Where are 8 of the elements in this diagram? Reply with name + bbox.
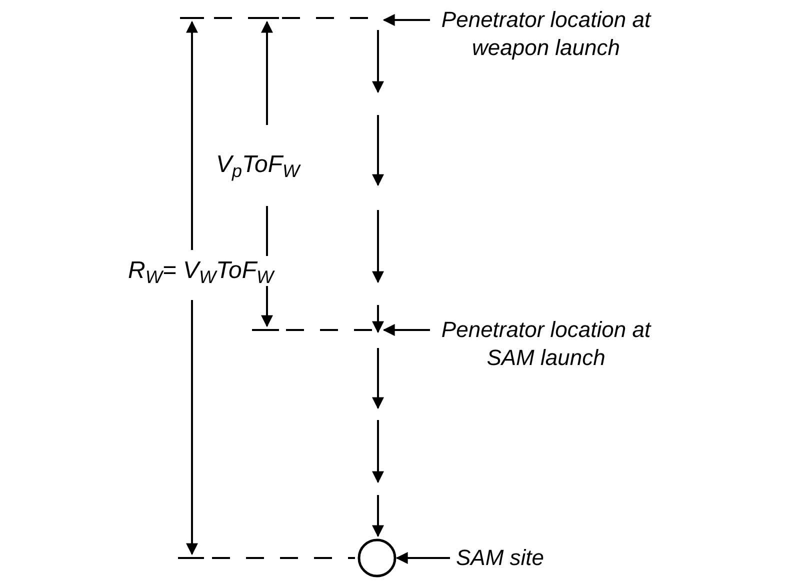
circle-node (357, 538, 397, 578)
leader-arrow (382, 14, 430, 26)
location-label: SAM site (454, 544, 546, 572)
location-label: Penetrator location at weapon launch (440, 6, 652, 62)
leader-arrow (382, 324, 430, 336)
location-label: Penetrator location at SAM launch (440, 316, 652, 372)
leader-arrow (396, 552, 450, 564)
dimension-label: R$_{W}$= V$_{W}$ToF$_{W}$ (128, 256, 274, 286)
